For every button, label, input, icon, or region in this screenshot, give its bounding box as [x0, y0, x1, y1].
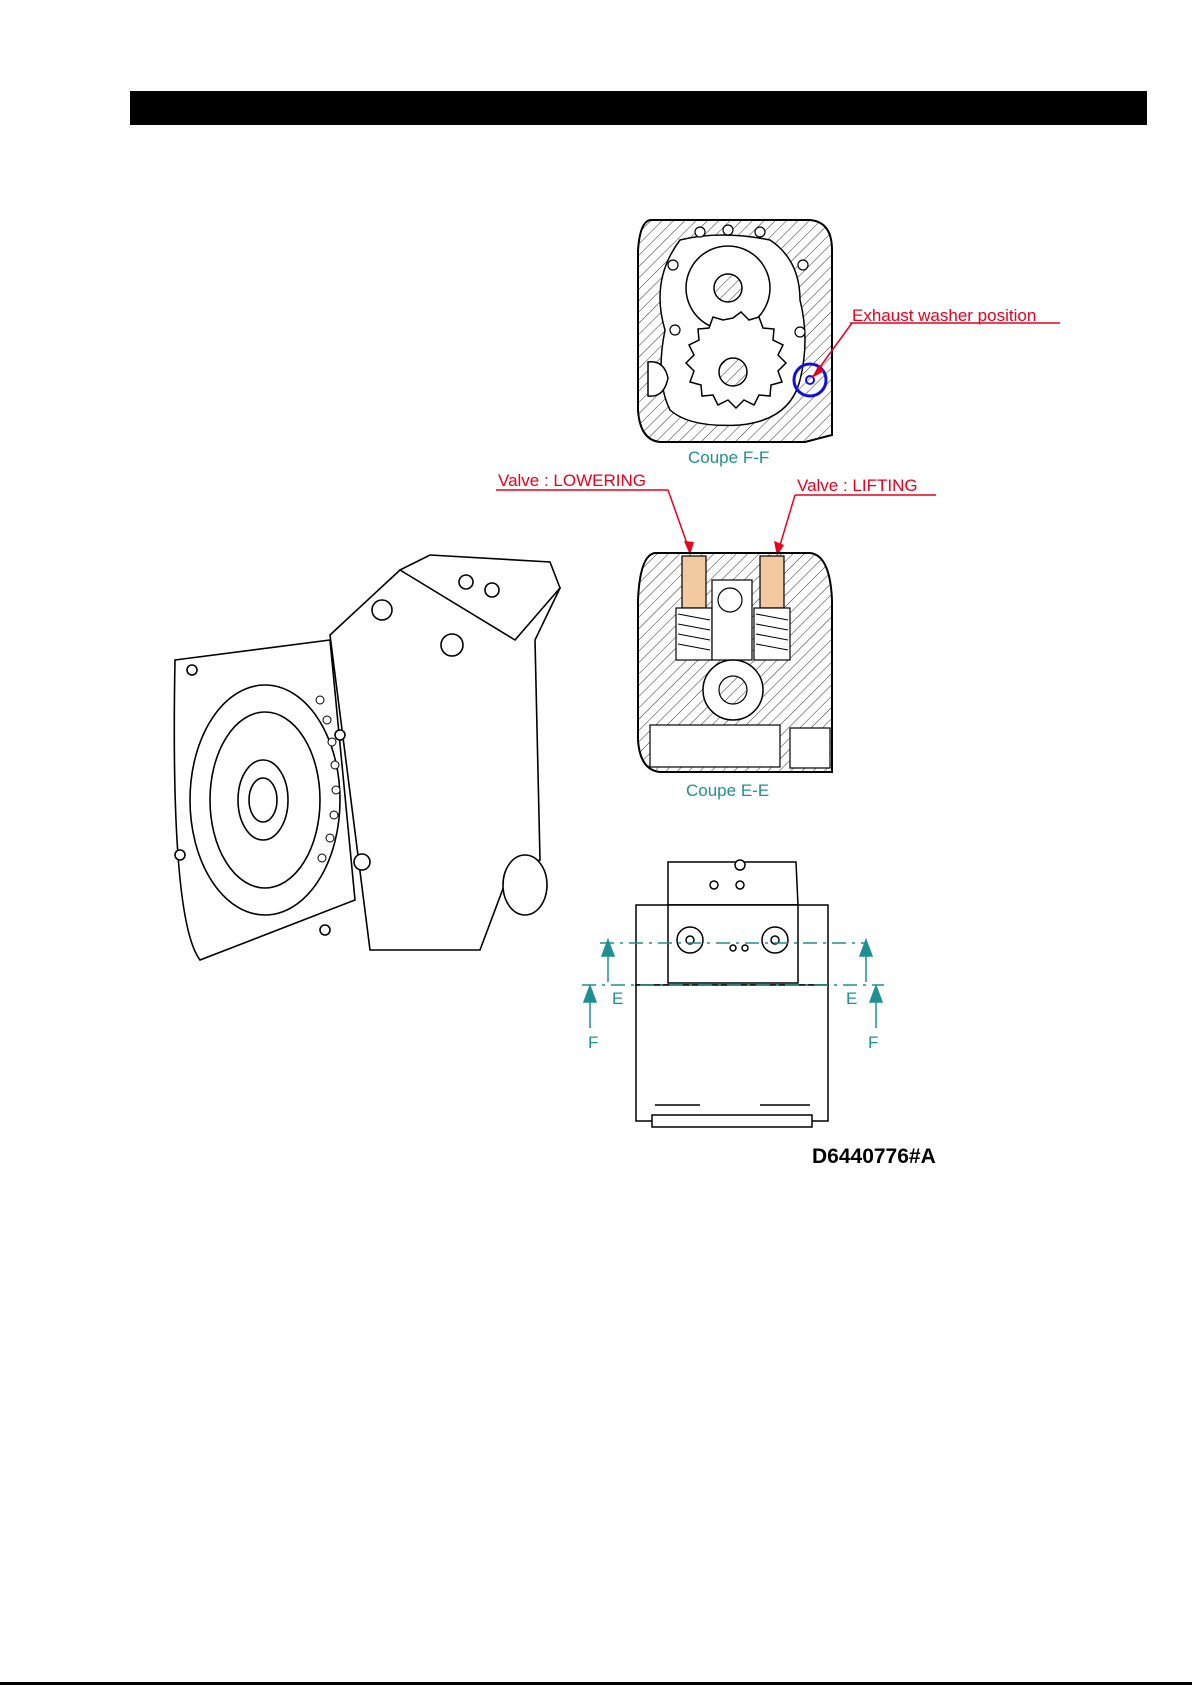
marker-f-right: F	[868, 1033, 878, 1052]
exhaust-washer-label: Exhaust washer position	[852, 306, 1036, 325]
valve-lowering-label: Valve : LOWERING	[498, 471, 646, 490]
isometric-pump-drawing	[174, 555, 560, 960]
section-ee-label: Coupe E-E	[686, 781, 769, 800]
marker-e-right: E	[846, 989, 857, 1008]
valve-lifting-leader	[778, 495, 795, 552]
section-ee-drawing	[638, 553, 832, 772]
marker-e-left: E	[612, 989, 623, 1008]
marker-f-left: F	[588, 1033, 598, 1052]
section-ff-drawing	[638, 220, 832, 442]
front-view-drawing	[636, 860, 828, 1127]
valve-lifting-label: Valve : LIFTING	[797, 476, 918, 495]
section-ff-label: Coupe F-F	[688, 448, 769, 467]
drawing-code: D6440776#A	[812, 1145, 936, 1168]
